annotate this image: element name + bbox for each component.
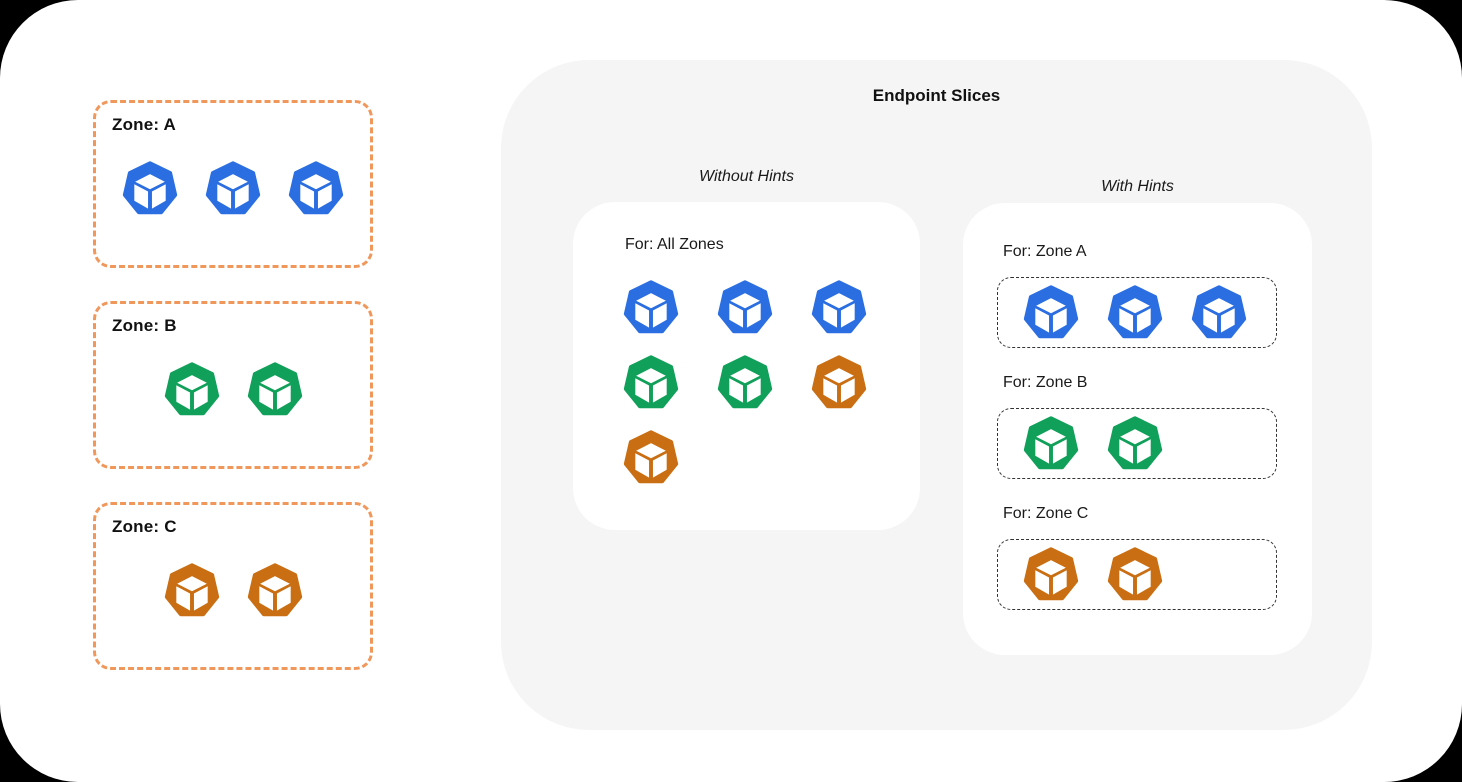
pod-icon: [247, 563, 302, 617]
without-hints-card: For: All Zones: [573, 202, 920, 530]
pod-row: [623, 280, 920, 336]
with-hints-card: For: Zone A For: Zone B For: Zone C: [963, 203, 1312, 655]
pod-icon: [1107, 284, 1163, 338]
pod-icon: [1023, 546, 1079, 600]
zone-a-hint-box: [997, 277, 1277, 348]
endpoint-slices-panel: Endpoint Slices Without Hints With Hints…: [501, 60, 1372, 730]
all-zones-label: For: All Zones: [625, 236, 724, 253]
hint-group-zone-b: For: Zone B: [997, 374, 1278, 479]
zone-b-slice-label: For: Zone B: [1003, 374, 1088, 391]
pod-icon: [288, 161, 344, 215]
pod-icon: [811, 280, 867, 334]
pod-icon: [1191, 284, 1247, 338]
hint-group-zone-a: For: Zone A: [997, 243, 1278, 348]
pod-row: [623, 430, 920, 486]
pod-row: [623, 355, 920, 411]
with-hints-title: With Hints: [1101, 178, 1174, 195]
pod-icon: [623, 280, 679, 334]
pod-icon: [717, 355, 773, 409]
zone-c-pods: [112, 537, 354, 657]
zone-a-box: Zone: A: [93, 100, 373, 268]
pod-icon: [164, 563, 219, 617]
pod-icon: [811, 355, 867, 409]
zone-b-hint-box: [997, 408, 1277, 479]
zone-b-pods: [112, 336, 354, 456]
panel-title: Endpoint Slices: [872, 86, 1001, 105]
zone-c-label: Zone: C: [112, 517, 177, 536]
pod-icon: [205, 161, 261, 215]
zone-c-hint-box: [997, 539, 1277, 610]
pod-icon: [623, 355, 679, 409]
zone-a-pods: [112, 135, 354, 255]
without-hints-title: Without Hints: [699, 168, 794, 185]
zone-b-box: Zone: B: [93, 301, 373, 469]
pod-icon: [1107, 546, 1163, 600]
pod-icon: [164, 362, 219, 416]
zone-b-label: Zone: B: [112, 316, 177, 335]
pod-icon: [122, 161, 178, 215]
zone-c-box: Zone: C: [93, 502, 373, 670]
hint-group-zone-c: For: Zone C: [997, 505, 1278, 610]
zone-a-slice-label: For: Zone A: [1003, 243, 1087, 260]
pod-icon: [717, 280, 773, 334]
all-zones-pod-grid: [623, 280, 920, 486]
pod-icon: [1107, 415, 1163, 469]
zone-c-slice-label: For: Zone C: [1003, 505, 1089, 522]
pod-icon: [1023, 415, 1079, 469]
zone-a-label: Zone: A: [112, 115, 177, 134]
pod-icon: [247, 362, 302, 416]
pod-icon: [1023, 284, 1079, 338]
pod-icon: [623, 430, 679, 484]
